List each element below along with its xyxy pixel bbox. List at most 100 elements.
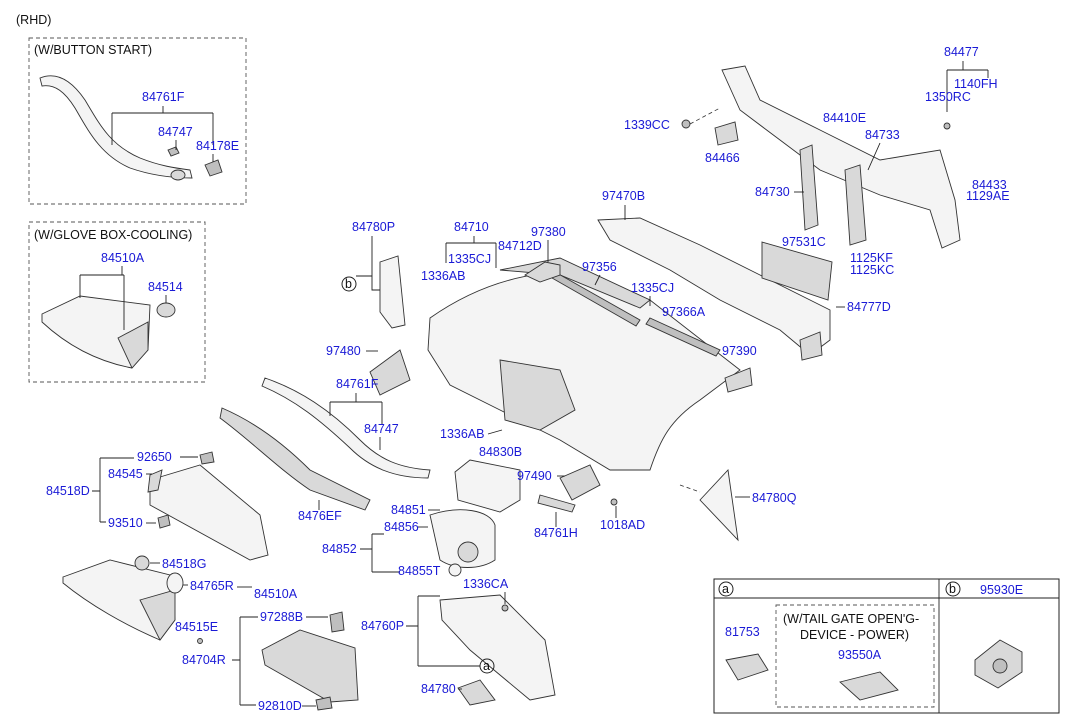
label-84466: 84466 <box>705 151 740 165</box>
bracket-84466 <box>714 121 739 146</box>
damper-84765R <box>166 572 184 594</box>
label-1140FH: 1140FH <box>954 77 998 91</box>
vent-97380 <box>524 261 561 283</box>
label-97288B: 97288B <box>260 610 303 624</box>
label-84780: 84780 <box>421 682 456 696</box>
label-97366A: 97366A <box>662 305 706 319</box>
leader-1339CC <box>689 107 721 125</box>
label-97490: 97490 <box>517 469 552 483</box>
cowl-cross-bar <box>721 65 961 249</box>
leader-84780P <box>356 236 380 291</box>
label-84510A-top: 84510A <box>101 251 145 265</box>
nut-1350RC <box>943 122 951 130</box>
key-ring <box>457 541 479 563</box>
label-84545: 84545 <box>108 467 143 481</box>
label-84747-mid: 84747 <box>364 422 399 436</box>
net-97531C <box>761 241 833 301</box>
label-1336AB: 1336AB <box>421 269 465 283</box>
center-fascia-opening <box>499 359 576 431</box>
label-97531C: 97531C <box>782 235 826 249</box>
variant-label: (RHD) <box>16 13 51 27</box>
side-cover-84780P <box>379 255 406 329</box>
label-81753: 81753 <box>725 625 760 639</box>
glove-cooling-group-box <box>28 221 206 383</box>
leader-97356 <box>594 274 601 286</box>
glove-box-side <box>117 321 149 369</box>
glove-housing-84518D <box>149 464 269 561</box>
label-93510: 93510 <box>108 516 143 530</box>
duct-84514 <box>156 302 176 318</box>
leader-84704R <box>232 616 258 706</box>
leader-84761F-mid <box>329 393 383 425</box>
nut-1339CC <box>681 119 691 129</box>
label-97390: 97390 <box>722 344 757 358</box>
label-84730: 84730 <box>755 185 790 199</box>
leader-84760P <box>406 595 480 667</box>
screw-1018AD <box>610 498 618 506</box>
tail-gate-title-2: DEVICE - POWER) <box>800 628 909 642</box>
label-92650: 92650 <box>137 450 172 464</box>
label-95930E: 95930E <box>980 583 1023 597</box>
label-1129AE: 1129AE <box>966 189 1010 203</box>
label-84760P: 84760P <box>361 619 404 633</box>
legend-a-text: a <box>722 582 729 596</box>
bumper-84518G <box>134 555 150 571</box>
label-1018AD: 1018AD <box>600 518 645 532</box>
leader-84761F-top <box>111 106 214 145</box>
label-84855T: 84855T <box>398 564 441 578</box>
label-84712D: 84712D <box>498 239 542 253</box>
lower-panel-84760P <box>439 594 556 701</box>
label-1339CC: 1339CC <box>624 118 670 132</box>
bracket-84545 <box>147 469 163 493</box>
leader-84852 <box>360 533 400 573</box>
button-start-group-box <box>28 37 247 205</box>
label-84765R: 84765R <box>190 579 234 593</box>
label-84761F-mid: 84761F <box>336 377 379 391</box>
vent-97490 <box>559 464 601 501</box>
clip-92650 <box>199 451 215 465</box>
defrost-nozzle-97366A <box>645 317 721 357</box>
leader-1336AB-mid <box>487 429 503 435</box>
label-84852: 84852 <box>322 542 357 556</box>
clip-93510 <box>157 514 171 529</box>
callout-a-main-text: a <box>483 659 490 673</box>
label-84514: 84514 <box>148 280 183 294</box>
label-84830B: 84830B <box>479 445 522 459</box>
dash-84780Q <box>679 484 701 493</box>
label-84780P: 84780P <box>352 220 395 234</box>
screw-1336CA <box>501 604 509 612</box>
label-84518G: 84518G <box>162 557 206 571</box>
label-84510A-bot: 84510A <box>254 587 298 601</box>
label-1336AB-mid: 1336AB <box>440 427 484 441</box>
trim-boss <box>170 169 186 181</box>
label-84477: 84477 <box>944 45 979 59</box>
callout-b-main <box>341 276 357 292</box>
glove-box-door-side <box>139 589 176 641</box>
tail-gate-title-1: (W/TAIL GATE OPEN'G- <box>783 612 919 626</box>
label-84761F-top: 84761F <box>142 90 185 104</box>
label-84851: 84851 <box>391 503 426 517</box>
clip-92810D <box>315 696 333 711</box>
duct-outlet <box>799 331 823 361</box>
label-84518D: 84518D <box>46 484 90 498</box>
part-81753 <box>725 653 769 681</box>
clip-84747-top <box>167 146 180 157</box>
cover-84780 <box>457 679 496 706</box>
label-93550A: 93550A <box>838 648 882 662</box>
label-84856: 84856 <box>384 520 419 534</box>
leader-84518D <box>92 457 134 523</box>
legend-b-circle <box>945 581 961 597</box>
tail-gate-group-box <box>775 604 935 708</box>
part-95930E-knob <box>992 658 1008 674</box>
label-84780Q: 84780Q <box>752 491 797 505</box>
label-92810D: 92810D <box>258 699 302 713</box>
label-97380: 97380 <box>531 225 566 239</box>
label-97480: 97480 <box>326 344 361 358</box>
label-84704R: 84704R <box>182 653 226 667</box>
label-8476EF: 8476EF <box>298 509 342 523</box>
screw-84515E <box>197 638 203 644</box>
label-84777D: 84777D <box>847 300 891 314</box>
trim-84761H <box>537 494 576 513</box>
vent-97390 <box>724 367 753 393</box>
